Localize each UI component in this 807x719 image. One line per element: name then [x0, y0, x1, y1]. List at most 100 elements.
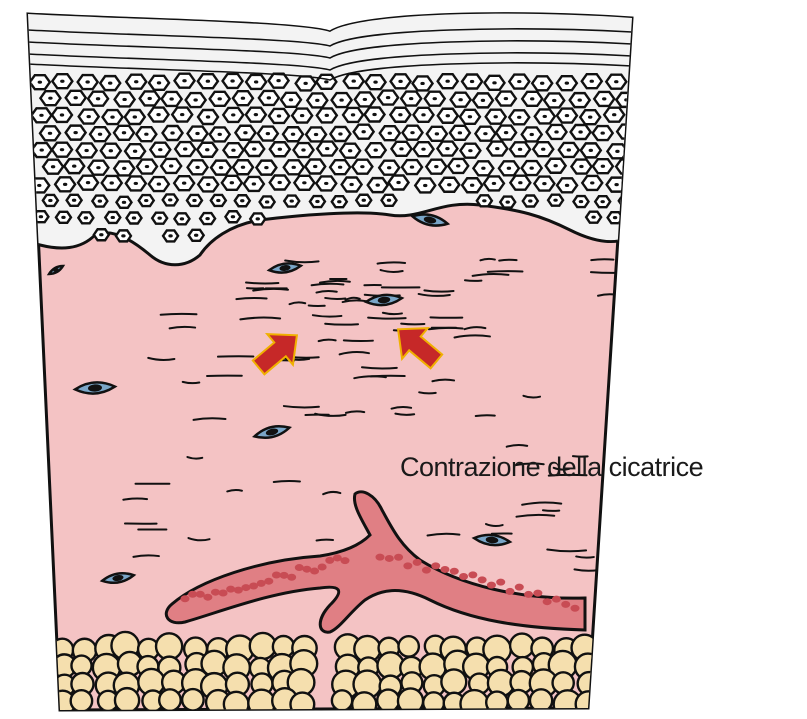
red-blood-cell: [302, 566, 311, 573]
cell-nucleus: [518, 181, 522, 184]
collagen-fiber: [465, 280, 481, 281]
red-blood-cell: [413, 559, 422, 566]
cell-nucleus: [495, 147, 499, 150]
cell-nucleus: [241, 166, 245, 169]
collagen-fiber: [591, 272, 628, 273]
cell-nucleus: [540, 82, 544, 85]
cell-nucleus: [434, 165, 438, 168]
collagen-fiber: [325, 324, 358, 325]
collagen-fiber: [371, 376, 405, 377]
cell-nucleus: [157, 182, 161, 185]
red-blood-cell: [571, 605, 580, 612]
red-blood-cell: [287, 574, 296, 581]
cell-nucleus: [60, 148, 64, 151]
red-blood-cell: [524, 591, 533, 598]
collagen-fiber: [317, 540, 333, 541]
cell-nucleus: [591, 216, 595, 219]
cell-nucleus: [264, 166, 268, 169]
cell-nucleus: [590, 80, 594, 83]
cell-nucleus: [40, 148, 44, 151]
cell-nucleus: [277, 114, 281, 117]
cell-nucleus: [589, 149, 593, 152]
collagen-fiber: [344, 340, 373, 341]
cell-nucleus: [360, 165, 364, 168]
cell-nucleus: [445, 80, 449, 83]
fat-cell: [248, 690, 275, 717]
cell-nucleus: [193, 98, 197, 101]
cell-nucleus: [565, 82, 569, 85]
cell-nucleus: [63, 183, 67, 186]
collagen-fiber: [274, 481, 300, 482]
collagen-fiber: [368, 318, 406, 319]
cell-nucleus: [51, 165, 55, 168]
cell-nucleus: [481, 167, 485, 170]
cell-nucleus: [376, 184, 380, 187]
cell-nucleus: [315, 99, 319, 102]
label-scar-contraction: Contrazione della cicatrice: [400, 452, 703, 483]
epidermal-cell: [634, 213, 649, 224]
cell-nucleus: [456, 164, 460, 167]
epidermal-cell: [616, 160, 636, 174]
cell-nucleus: [410, 165, 414, 168]
cell-nucleus: [243, 131, 247, 134]
collagen-fiber: [591, 259, 613, 260]
cell-nucleus: [192, 199, 196, 202]
cell-nucleus: [579, 165, 583, 168]
cell-nucleus: [636, 182, 640, 185]
cell-nucleus: [600, 200, 604, 203]
cell-nucleus: [98, 199, 102, 202]
cell-nucleus: [205, 217, 209, 220]
collagen-fiber: [499, 260, 516, 261]
cell-nucleus: [169, 97, 173, 100]
cell-nucleus: [615, 150, 619, 153]
cell-nucleus: [553, 164, 557, 167]
cell-nucleus: [624, 199, 628, 202]
cell-nucleus: [565, 184, 569, 187]
cell-nucleus: [240, 199, 244, 202]
cell-nucleus: [39, 114, 43, 117]
cell-nucleus: [84, 149, 88, 152]
fat-cell: [423, 692, 444, 713]
cell-nucleus: [554, 130, 558, 133]
cell-nucleus: [409, 97, 413, 100]
cell-nucleus: [374, 149, 378, 152]
fat-cell: [510, 634, 534, 658]
cell-nucleus: [313, 165, 317, 168]
red-blood-cell: [295, 564, 304, 571]
cell-nucleus: [121, 234, 125, 237]
cell-nucleus: [231, 215, 235, 218]
cell-nucleus: [122, 167, 126, 170]
cell-nucleus: [241, 97, 245, 100]
fat-cell: [115, 688, 139, 712]
cell-nucleus: [111, 216, 115, 219]
cell-nucleus: [349, 183, 353, 186]
cell-nucleus: [363, 98, 367, 101]
red-blood-cell: [543, 598, 552, 605]
cell-nucleus: [231, 149, 235, 152]
cell-nucleus: [301, 148, 305, 151]
collagen-fiber: [576, 556, 594, 557]
cell-nucleus: [254, 113, 258, 116]
red-blood-cell: [264, 578, 273, 585]
cell-nucleus: [614, 183, 618, 186]
cell-nucleus: [639, 81, 643, 84]
cell-nucleus: [110, 116, 114, 119]
cell-nucleus: [351, 113, 355, 116]
cell-nucleus: [292, 166, 296, 169]
cell-nucleus: [265, 200, 269, 203]
cell-nucleus: [148, 97, 152, 100]
red-blood-cell: [496, 579, 505, 586]
cell-nucleus: [72, 199, 76, 202]
cell-nucleus: [289, 98, 293, 101]
cell-nucleus: [504, 97, 508, 100]
cell-nucleus: [398, 80, 402, 83]
red-blood-cell: [310, 568, 319, 575]
cell-nucleus: [133, 150, 137, 153]
red-blood-cell: [241, 584, 250, 591]
fat-cell: [71, 690, 92, 711]
fat-cell: [224, 692, 249, 717]
cell-nucleus: [60, 113, 64, 116]
red-blood-cell: [226, 586, 235, 593]
cell-nucleus: [470, 184, 474, 187]
cell-nucleus: [84, 216, 88, 219]
